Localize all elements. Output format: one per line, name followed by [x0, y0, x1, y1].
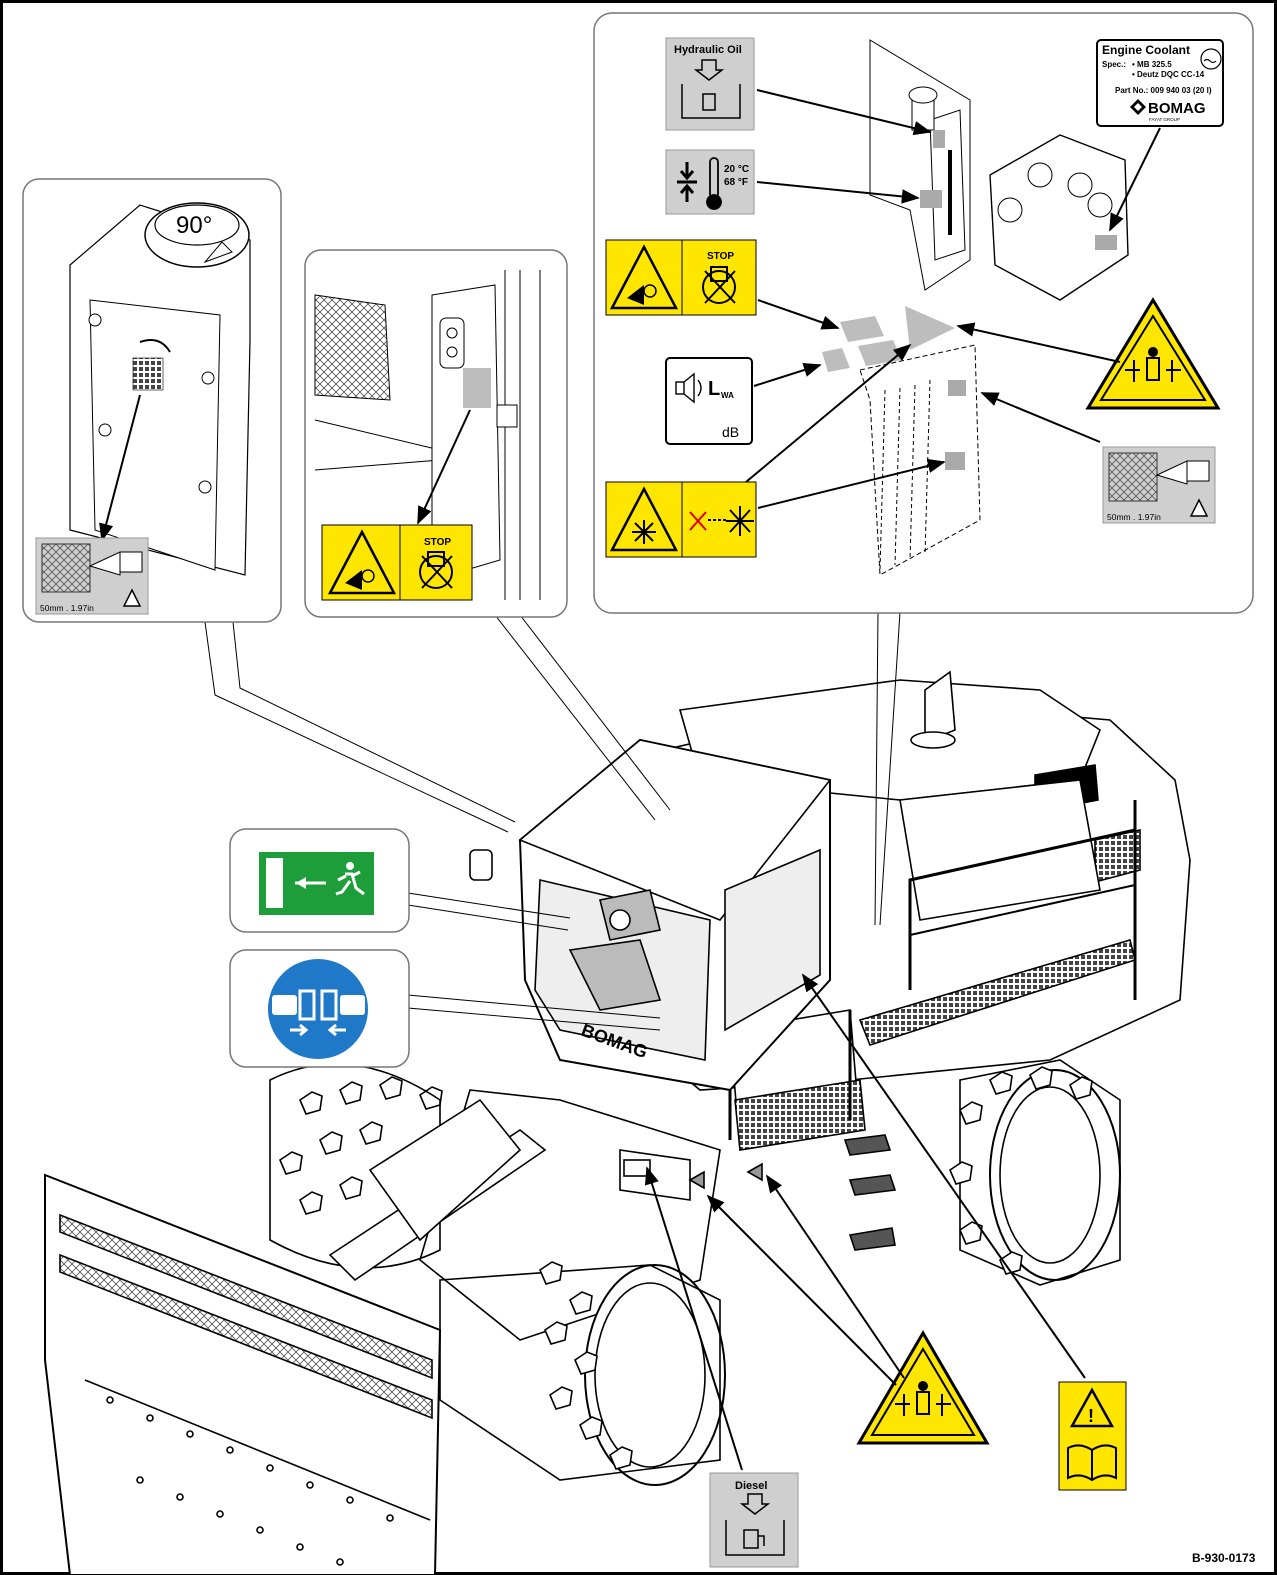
entanglement-stop-label-top: STOP	[605, 239, 757, 316]
entanglement-stop-label-middle: STOP	[321, 524, 473, 601]
warning-triangle-icon	[122, 588, 142, 607]
crush-hazard-label-bottom	[856, 1330, 990, 1445]
stop-label-middle: STOP	[424, 537, 451, 548]
emergency-exit-label	[229, 828, 410, 933]
coolant-part: Part No.: 009 940 03 (20 l)	[1115, 86, 1212, 95]
hydraulic-oil-label: Hydraulic Oil	[665, 37, 755, 131]
manual-warning-icon	[1067, 1444, 1117, 1482]
sound-power-icon	[675, 372, 702, 404]
measure-label-right: 50mm . 1.97in	[1107, 512, 1161, 522]
hydraulic-oil-text: Hydraulic Oil	[674, 44, 742, 56]
compactor-machine-drawing: BOMAG	[44, 670, 1191, 1575]
stop-decal-location	[463, 368, 491, 408]
emergency-exit-icon	[266, 858, 365, 908]
coolant-deutz: • Deutz DQC CC-14	[1132, 70, 1205, 79]
entanglement-warning-icon	[327, 529, 397, 595]
inset-cab-interior: STOP	[304, 249, 568, 618]
measure-label-left: 50mm . 1.97in	[40, 603, 94, 613]
seat-belt-label	[229, 949, 410, 1068]
brand-sub-text: FAYAT GROUP	[1149, 117, 1180, 122]
rotation-label: 90°	[176, 212, 212, 239]
cleaning-decal-small	[132, 357, 164, 391]
cleaning-warning-label-right: 50mm . 1.97in	[1102, 446, 1216, 524]
coolant-mb: • MB 325.5	[1132, 60, 1172, 69]
engine-coolant-label: Engine Coolant Spec.: • MB 325.5 • Deutz…	[1096, 39, 1224, 127]
cleaning-warning-label-left: 50mm . 1.97in	[35, 537, 149, 615]
rotation-90-icon: 90°	[144, 202, 250, 268]
lwa-unit-text: dB	[722, 424, 739, 440]
hydraulic-oil-label-icon	[681, 59, 741, 119]
stop-engine-icon	[419, 551, 453, 589]
sound-power-label: L WA dB	[665, 357, 753, 445]
warning-triangle-icon	[1189, 498, 1209, 517]
fan-no-reach-icon	[689, 506, 754, 536]
inset-engine-compartment: Hydraulic Oil 20 °C 68 °F	[593, 12, 1254, 614]
entanglement-warning-icon	[609, 244, 679, 310]
callout-lines	[204, 611, 901, 1031]
diesel-label-icon	[725, 1493, 785, 1556]
seat-belt-icon	[268, 959, 368, 1059]
diesel-text: Diesel	[735, 1480, 767, 1492]
stop-label-top: STOP	[707, 251, 734, 262]
manual-warning-label: !	[1058, 1381, 1127, 1491]
bomag-logo-icon	[1130, 99, 1146, 115]
inset-side-panel: 90° 50mm . 1.97in	[22, 178, 282, 623]
crush-hazard-label-top	[1085, 297, 1221, 410]
diesel-label: Diesel	[709, 1472, 799, 1568]
temperature-label-icon	[706, 157, 722, 210]
lwa-sub-text: WA	[721, 391, 734, 400]
engine-coolant-label-icon	[1200, 48, 1222, 70]
figure-id: B-930-0173	[1192, 1551, 1256, 1565]
brand-text: BOMAG	[1148, 100, 1206, 117]
coolant-spec: Spec.:	[1102, 60, 1126, 69]
temperature-label: 20 °C 68 °F	[665, 149, 755, 215]
compress-arrows-icon	[677, 162, 697, 202]
temp-c-text: 20 °C	[724, 164, 749, 175]
warning-triangle-icon	[1069, 1387, 1115, 1428]
fan-warning-icon	[609, 486, 679, 552]
coolant-title: Engine Coolant	[1102, 43, 1190, 57]
svg-text:!: !	[1088, 1406, 1094, 1426]
lwa-text: L	[708, 378, 720, 400]
fan-warning-label	[605, 481, 757, 558]
stop-engine-icon	[702, 266, 736, 304]
temp-f-text: 68 °F	[724, 177, 748, 188]
